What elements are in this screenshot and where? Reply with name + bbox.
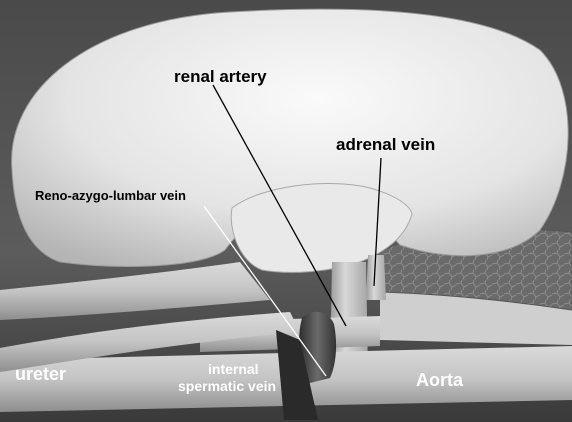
label-ureter: ureter xyxy=(15,364,66,384)
adrenal-vein-vessel xyxy=(366,255,386,300)
label-aorta: Aorta xyxy=(416,370,464,390)
label-reno-azygo-lumbar-vein: Reno-azygo-lumbar vein xyxy=(35,188,186,203)
label-internal: internal xyxy=(208,361,259,377)
label-spermatic-vein: spermatic vein xyxy=(178,378,276,394)
label-renal-artery: renal artery xyxy=(174,67,267,86)
label-adrenal-vein: adrenal vein xyxy=(336,135,435,154)
